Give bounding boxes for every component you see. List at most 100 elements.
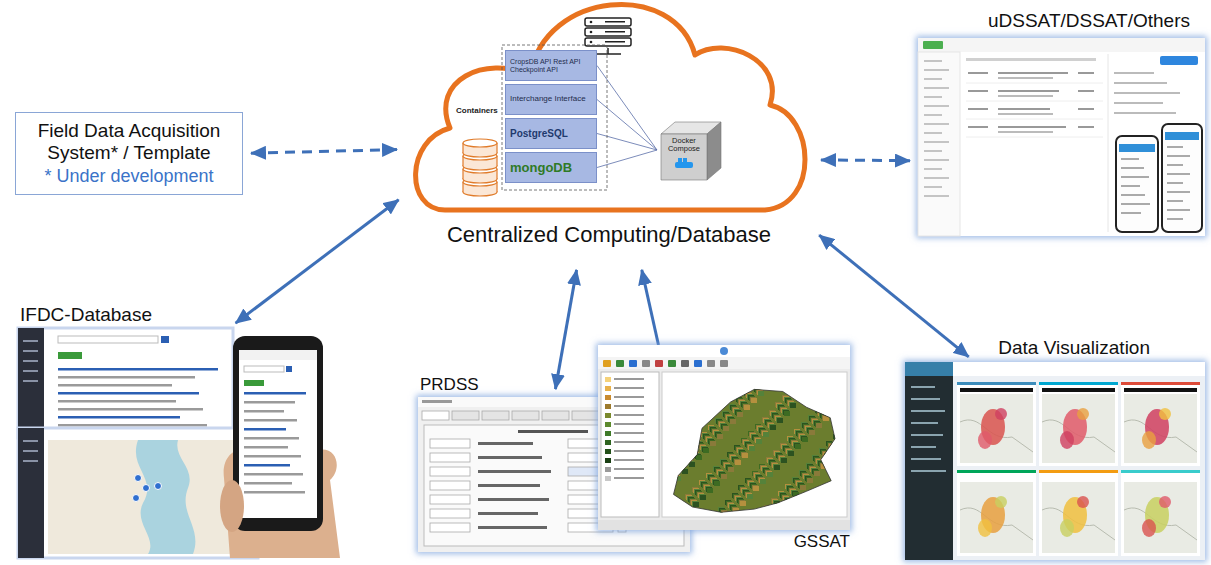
illustration-shape: [762, 431, 768, 436]
illustration-shape: [749, 446, 755, 451]
illustration-shape: [727, 466, 733, 471]
illustration-shape: [697, 392, 703, 397]
illustration-shape: [1121, 470, 1200, 556]
docker-cube: Docker Compose: [657, 118, 723, 182]
illustration-shape: [605, 413, 611, 418]
illustration-shape: [675, 162, 693, 168]
illustration-shape: [135, 475, 142, 482]
illustration-shape: [792, 391, 798, 396]
illustration-shape: [798, 383, 804, 388]
illustration-shape: [682, 419, 688, 424]
illustration-shape: [1121, 470, 1200, 473]
illustration-shape: [679, 502, 685, 507]
illustration-shape: [839, 476, 845, 481]
illustration-shape: [819, 498, 825, 503]
illustration-shape: [960, 394, 1033, 463]
illustration-shape: [787, 450, 793, 455]
screenshot-title: GSSAT: [794, 532, 850, 552]
illustration-shape: [672, 473, 678, 478]
illustration-shape: [676, 413, 682, 418]
illustration-shape: [18, 328, 44, 438]
illustration-shape: [838, 489, 844, 494]
illustration-shape: [1060, 519, 1074, 537]
illustration-shape: [1114, 102, 1163, 104]
illustration-shape: [776, 417, 782, 422]
illustration-shape: [758, 513, 764, 518]
illustration-shape: [233, 336, 323, 531]
illustration-shape: [672, 387, 678, 392]
illustration-shape: [957, 470, 1036, 556]
illustration-shape: [687, 410, 693, 415]
illustration-shape: [741, 452, 747, 457]
illustration-shape: [676, 463, 682, 468]
illustration-shape: [716, 383, 722, 388]
illustration-shape: [614, 450, 644, 452]
illustration-shape: [668, 383, 674, 388]
illustration-shape: [58, 336, 158, 343]
illustration-shape: [830, 395, 836, 400]
illustration-shape: [911, 422, 938, 424]
illustration-shape: [672, 423, 678, 428]
app-screenshot: uDSSAT/DSSAT/Others: [918, 38, 1205, 236]
illustration-shape: [828, 407, 834, 412]
illustration-shape: [905, 362, 1205, 560]
illustration-shape: [683, 506, 689, 511]
illustration-shape: [821, 500, 827, 505]
illustration-shape: [829, 394, 835, 399]
illustration-shape: [1167, 191, 1190, 193]
illustration-shape: [671, 386, 677, 391]
illustration-shape: [740, 501, 746, 506]
illustration-shape: [837, 488, 843, 493]
illustration-shape: [690, 413, 696, 418]
illustration-shape: [670, 471, 676, 476]
illustration-shape: [838, 389, 844, 394]
illustration-shape: [998, 95, 1053, 97]
illustration-shape: [839, 490, 845, 495]
illustration-shape: [244, 482, 292, 485]
illustration-shape: [667, 432, 673, 437]
illustration-shape: [800, 385, 806, 390]
illustration-shape: [924, 60, 942, 62]
illustration-shape: [669, 384, 675, 389]
illustration-shape: [828, 493, 834, 498]
illustration-shape: [1167, 164, 1183, 166]
illustration-shape: [512, 411, 539, 420]
illustration-shape: [711, 392, 717, 397]
illustration-shape: [244, 419, 297, 422]
illustration-shape: [837, 402, 843, 407]
illustration-shape: [682, 505, 688, 510]
illustration-shape: [706, 487, 712, 492]
illustration-shape: [834, 485, 840, 490]
illustration-shape: [762, 381, 768, 386]
illustration-shape: [629, 360, 637, 367]
illustration-shape: [603, 360, 611, 367]
illustration-shape: [831, 496, 837, 501]
illustration-shape: [666, 481, 672, 486]
illustration-shape: [750, 397, 756, 402]
illustration-shape: [1114, 82, 1167, 84]
illustration-shape: [430, 509, 470, 518]
illustration-shape: [692, 501, 698, 506]
illustration-shape: [960, 388, 1033, 392]
illustration-shape: [244, 392, 306, 395]
illustration-shape: [478, 442, 533, 445]
illustration-shape: [836, 437, 842, 442]
illustration-shape: [1121, 382, 1200, 466]
illustration-shape: [1167, 200, 1183, 202]
illustration-shape: [960, 482, 1033, 553]
illustration-shape: [966, 101, 1103, 102]
illustration-shape: [605, 431, 611, 436]
illustration-shape: [796, 395, 802, 400]
illustration-shape: [693, 502, 699, 507]
app-screenshot-art: [918, 38, 1205, 236]
illustration-shape: [760, 479, 766, 484]
illustration-shape: [664, 379, 847, 519]
illustration-shape: [678, 501, 684, 506]
illustration-shape: [767, 508, 773, 513]
app-screenshot-art: [18, 328, 340, 558]
illustration-shape: [665, 480, 671, 485]
illustration-shape: [58, 352, 82, 359]
illustration-shape: [693, 402, 699, 407]
illustration-shape: [750, 383, 756, 388]
illustration-shape: [679, 416, 685, 421]
